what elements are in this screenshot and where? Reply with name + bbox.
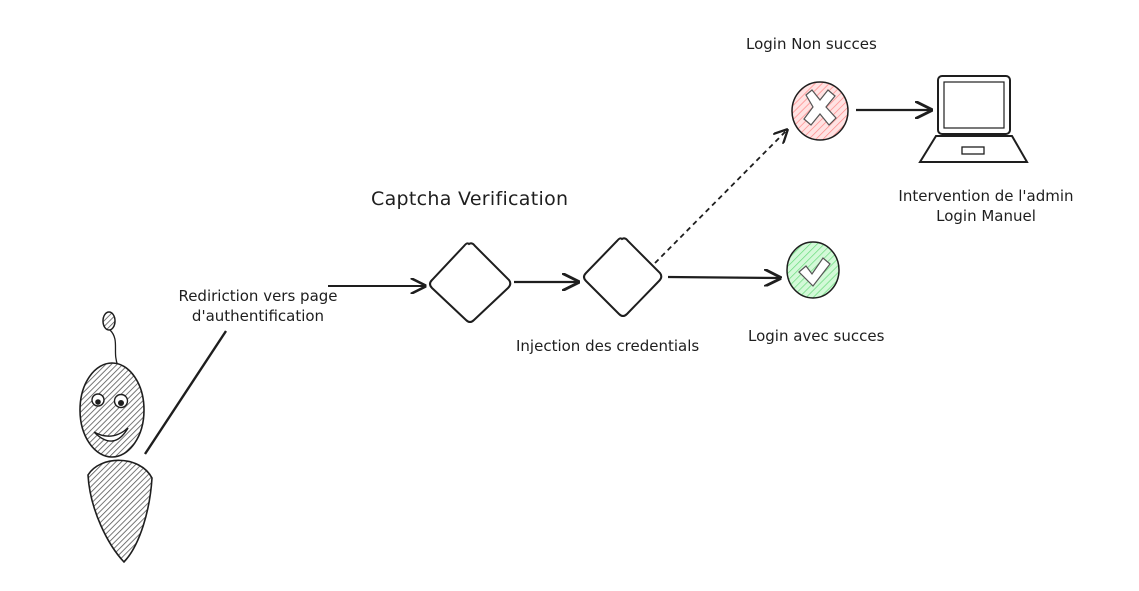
captcha-diamond bbox=[429, 242, 512, 323]
injection-to-success-arrow bbox=[667, 277, 780, 278]
injection-to-fail-arrow bbox=[654, 130, 787, 264]
robot-user-icon bbox=[79, 311, 153, 564]
admin-label-line2: Login Manuel bbox=[936, 207, 1036, 225]
laptop-icon bbox=[918, 75, 1029, 163]
admin-label: Intervention de l'admin Login Manuel bbox=[893, 186, 1079, 226]
admin-label-line1: Intervention de l'admin bbox=[898, 187, 1074, 205]
redirect-label: Rediriction vers page d'authentification bbox=[168, 286, 348, 326]
check-mark-icon bbox=[786, 241, 840, 299]
user-to-redirect-line bbox=[143, 330, 228, 455]
login-fail-label: Login Non succes bbox=[746, 35, 877, 53]
injection-diamond bbox=[583, 237, 663, 317]
redirect-label-line1: Rediriction vers page bbox=[178, 287, 338, 305]
x-mark-icon bbox=[791, 81, 849, 141]
redirect-label-line2: d'authentification bbox=[191, 307, 325, 325]
login-success-label: Login avec succes bbox=[748, 327, 885, 345]
injection-label: Injection des credentials bbox=[516, 337, 700, 355]
captcha-title: Captcha Verification bbox=[371, 188, 569, 210]
